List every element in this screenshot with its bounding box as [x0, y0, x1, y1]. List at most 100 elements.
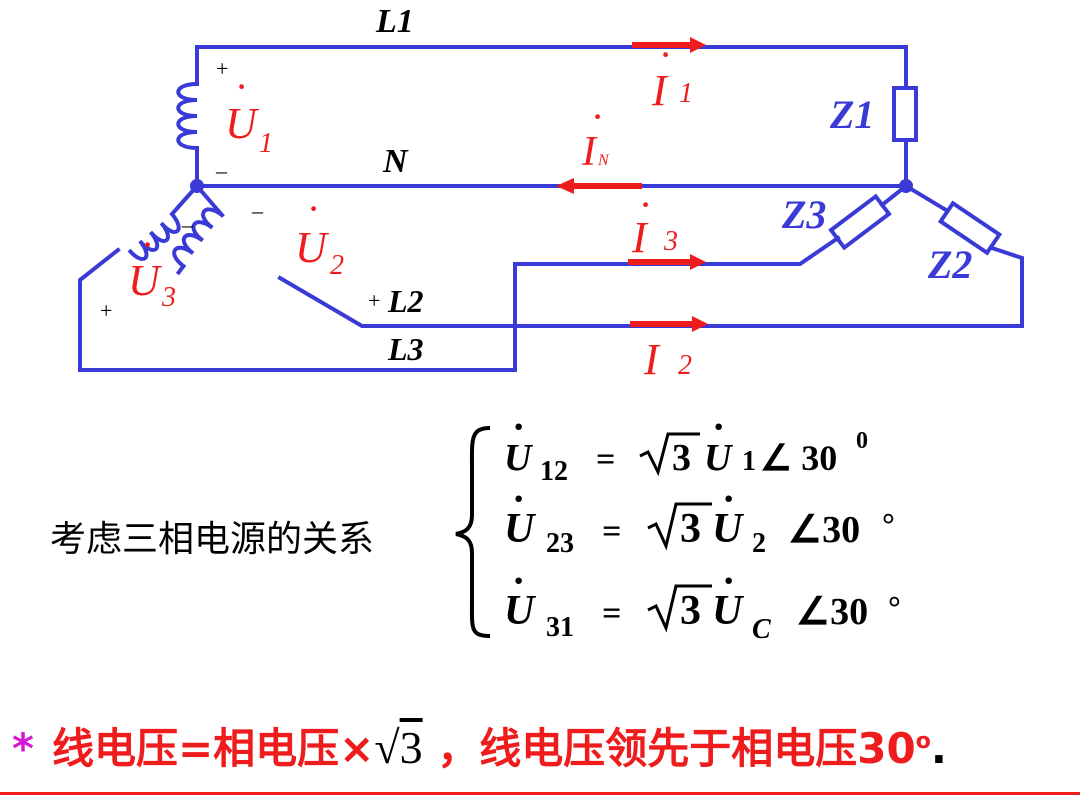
equation-brace: [455, 426, 491, 638]
arrow-I3: [628, 254, 706, 270]
svg-text:·: ·: [722, 476, 735, 521]
svg-text:3: 3: [672, 437, 691, 479]
svg-text:°: °: [882, 506, 895, 542]
svg-text:·: ·: [722, 558, 735, 603]
arrow-IN: [556, 178, 642, 194]
impedance-Z1: [892, 86, 918, 142]
svg-text:2: 2: [678, 350, 692, 381]
svg-text:12: 12: [540, 456, 568, 487]
label-IN: · I N: [581, 94, 610, 175]
svg-text:U: U: [504, 437, 534, 479]
wire-node-to-Z2: [903, 183, 949, 213]
wire-U3-to-L3: [78, 235, 841, 372]
svg-text:1: 1: [742, 446, 756, 477]
conclusion-part2: ，线电压领先于相电压30: [437, 724, 916, 773]
conclusion-line: * 线电压=相电压×√3 ，线电压领先于相电压30o.: [12, 715, 947, 776]
arrow-I1: [632, 37, 706, 53]
label-I2: · I 2: [643, 302, 692, 384]
svg-text:2: 2: [330, 250, 344, 281]
svg-text:N: N: [597, 152, 610, 169]
star-icon: *: [12, 724, 34, 773]
impedance-Z2: [937, 200, 1003, 256]
svg-text:·: ·: [308, 186, 318, 231]
label-U1: · U 1: [225, 64, 273, 159]
svg-text:·: ·: [512, 558, 525, 603]
svg-text:U: U: [225, 99, 260, 148]
svg-text:I: I: [651, 66, 669, 115]
sign-minus-U1: –: [215, 158, 228, 183]
wire-U2-to-L2: [277, 245, 1024, 328]
relation-label: 考虑三相电源的关系: [50, 519, 375, 560]
svg-text:·: ·: [592, 94, 602, 139]
svg-text:·: ·: [512, 404, 525, 449]
impedance-Z3: [828, 193, 892, 251]
label-U3: · U 3: [128, 222, 176, 313]
svg-text:3: 3: [663, 226, 678, 257]
svg-text:U: U: [504, 588, 537, 634]
label-Z1: Z1: [829, 92, 874, 137]
equation-U12: · U 12 = 3 · U 1 ∠ 30 0: [504, 404, 868, 487]
svg-text:3: 3: [161, 282, 176, 313]
sign-plus-U3: +: [100, 298, 112, 323]
label-L1: L1: [375, 3, 414, 40]
svg-text:·: ·: [712, 404, 725, 449]
label-Z2: Z2: [927, 242, 972, 287]
svg-text:·: ·: [236, 64, 246, 109]
svg-text:1: 1: [679, 78, 693, 109]
svg-text:U: U: [295, 223, 330, 272]
svg-text:3: 3: [680, 588, 701, 634]
conclusion-part1: 线电压=相电压×: [51, 724, 375, 773]
sign-minus-U2: –: [251, 198, 264, 223]
svg-text:=: =: [596, 441, 615, 478]
svg-text:31: 31: [546, 612, 574, 643]
svg-text:3: 3: [680, 506, 701, 552]
label-I3: · I 3: [631, 182, 678, 262]
coil-U1: [176, 82, 199, 155]
wires: [78, 45, 1024, 372]
equation-U23: · U 23 = 3 · U 2 ∠30 °: [504, 476, 895, 559]
sign-minus-U3: –: [181, 212, 194, 237]
svg-text:·: ·: [512, 476, 525, 521]
svg-text:=: =: [602, 513, 621, 550]
node-load-neutral: [899, 179, 913, 193]
svg-text:I: I: [581, 129, 598, 175]
arrow-I2: [630, 316, 708, 332]
svg-text:∠30: ∠30: [796, 591, 868, 633]
svg-text:∠30: ∠30: [788, 509, 860, 551]
svg-text:U: U: [712, 506, 745, 552]
svg-text:°: °: [888, 589, 901, 625]
svg-text:·: ·: [652, 302, 662, 347]
conclusion-end: .: [930, 724, 947, 773]
svg-text:I: I: [631, 213, 649, 262]
sign-plus-U2: +: [368, 288, 380, 313]
wire-L1: [195, 45, 908, 90]
svg-text:·: ·: [142, 222, 152, 267]
label-U2: · U 2: [295, 186, 344, 281]
svg-text:U: U: [128, 256, 163, 305]
label-N: N: [382, 143, 409, 180]
equation-U31: · U 31 = 3 · U C ∠30 °: [504, 558, 901, 645]
coil-U2: [172, 207, 224, 276]
svg-text:∠ 30: ∠ 30: [760, 438, 837, 478]
label-Z3: Z3: [781, 192, 826, 237]
svg-text:2: 2: [752, 528, 766, 559]
svg-text:C: C: [752, 614, 771, 645]
svg-text:U: U: [504, 506, 537, 552]
svg-text:U: U: [704, 437, 734, 479]
bottom-rule: [0, 792, 1080, 795]
degree-mark: o: [915, 729, 931, 754]
three-phase-circuit: L1 N L2 L3 Z1 Z3 Z2 · U 1 · U 2 · U 3 · …: [78, 3, 1024, 645]
svg-text:=: =: [602, 595, 621, 632]
sqrt-three: √3: [374, 722, 423, 773]
svg-text:·: ·: [640, 182, 650, 227]
svg-text:·: ·: [660, 32, 670, 77]
sign-plus-U1: +: [216, 56, 228, 81]
svg-text:I: I: [643, 335, 661, 384]
label-I1: · I 1: [651, 32, 693, 115]
svg-text:0: 0: [856, 428, 868, 454]
svg-text:23: 23: [546, 528, 574, 559]
node-source-neutral: [190, 179, 204, 193]
svg-text:1: 1: [259, 128, 273, 159]
svg-text:U: U: [712, 588, 745, 634]
label-L3: L3: [387, 331, 424, 367]
